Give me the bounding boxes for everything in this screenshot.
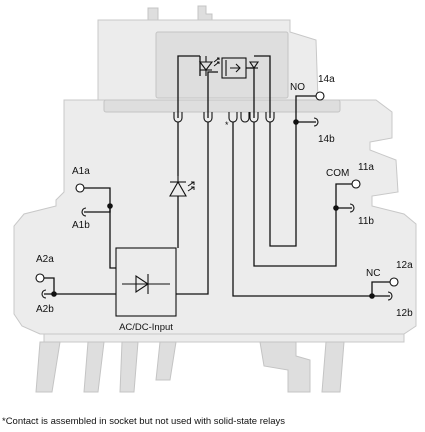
footnote: *Contact is assembled in socket but not … — [2, 416, 285, 427]
label-nc: NC — [366, 268, 380, 279]
label-a2b: A2b — [36, 304, 54, 315]
terminal-14: NO 14a 14b — [290, 74, 335, 145]
terminal-a1: A1a A1b — [72, 166, 90, 231]
label-no: NO — [290, 82, 305, 93]
spring-terminal-icon[interactable] — [81, 207, 87, 217]
label-12b: 12b — [396, 308, 413, 319]
screw-terminal-icon[interactable] — [315, 91, 325, 101]
label-a1b: A1b — [72, 220, 90, 231]
label-a2a: A2a — [36, 254, 54, 265]
spring-terminal-icon[interactable] — [41, 289, 47, 299]
label-11b: 11b — [358, 216, 374, 227]
terminal-a2: A2a A2b — [35, 254, 54, 315]
relay-housing — [13, 5, 417, 393]
screw-terminal-icon[interactable] — [35, 273, 45, 283]
diode-bridge-icon — [115, 247, 177, 317]
screw-terminal-icon[interactable] — [75, 183, 85, 193]
label-14a: 14a — [318, 74, 335, 85]
label-11a: 11a — [358, 162, 374, 173]
terminal-11: COM 11a 11b — [326, 162, 374, 227]
spring-terminal-icon[interactable] — [349, 203, 355, 213]
junction-dots — [51, 119, 375, 299]
label-14b: 14b — [318, 134, 335, 145]
spring-terminal-icon[interactable] — [313, 117, 319, 127]
label-12a: 12a — [396, 260, 413, 271]
relay-internal-wiring — [177, 55, 271, 118]
module-label: AC/DC-Input — [119, 322, 173, 333]
led-icon — [169, 176, 195, 197]
socket-wiring — [44, 95, 390, 297]
spring-terminal-icon[interactable] — [387, 291, 393, 301]
unused-contact-asterisk: * — [225, 120, 229, 130]
label-a1a: A1a — [72, 166, 90, 177]
screw-terminal-icon[interactable] — [389, 277, 399, 287]
terminal-12: NC 12a 12b — [366, 260, 413, 319]
screw-terminal-icon[interactable] — [351, 179, 361, 189]
label-com: COM — [326, 168, 349, 179]
